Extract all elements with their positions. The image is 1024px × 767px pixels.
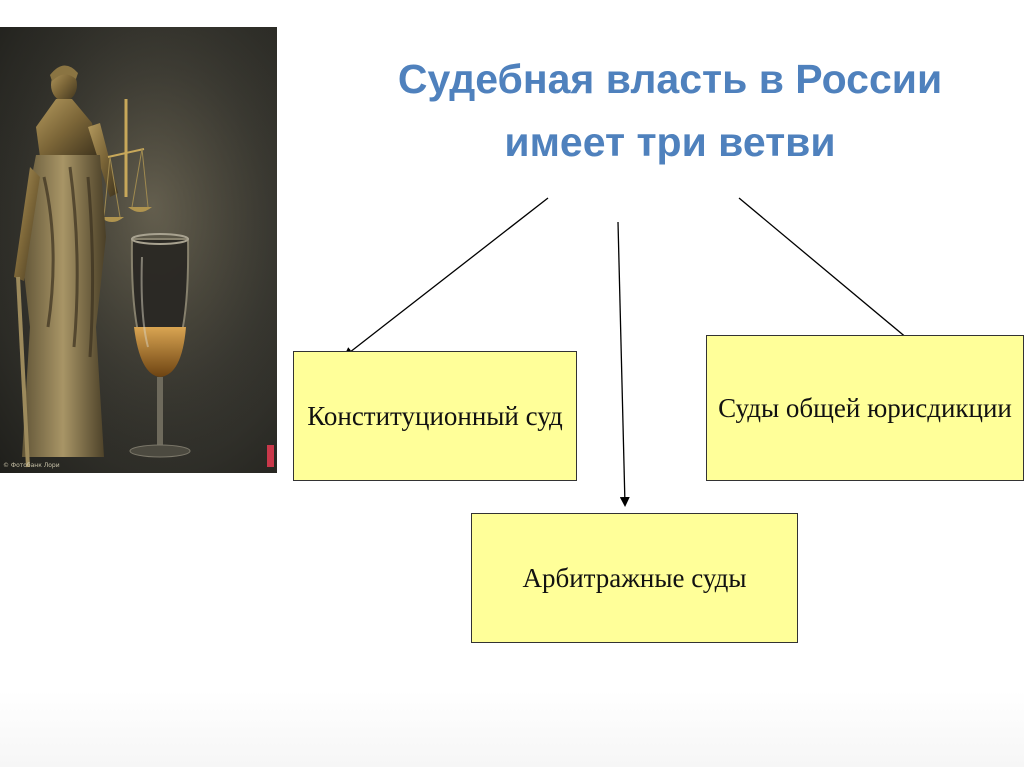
arrow-to-arbitration: [617, 221, 630, 507]
title-line-1: Судебная власть в России: [397, 56, 943, 102]
title-line-2: имеет три ветви: [504, 119, 836, 165]
photo-caption: © Фотобанк Лори: [3, 462, 60, 469]
arbitration-courts-box: Арбитражные суды: [471, 513, 798, 643]
arbitration-courts-label: Арбитражные суды: [522, 563, 747, 593]
arrow-to-constitutional: [343, 197, 549, 358]
general-jurisdiction-courts-label: Суды общей юрисдикции: [718, 393, 1012, 423]
general-jurisdiction-courts-box: Суды общей юрисдикции: [706, 335, 1024, 481]
constitutional-court-box: Конституционный суд: [293, 351, 577, 481]
themis-statue-photo: © Фотобанк Лори: [0, 27, 277, 473]
watermark-badge: [267, 445, 274, 467]
slide-title: Судебная власть в России имеет три ветви: [320, 48, 1020, 174]
themis-statue-illustration: [0, 27, 277, 473]
constitutional-court-label: Конституционный суд: [307, 401, 563, 431]
arrow-to-general: [738, 197, 928, 356]
